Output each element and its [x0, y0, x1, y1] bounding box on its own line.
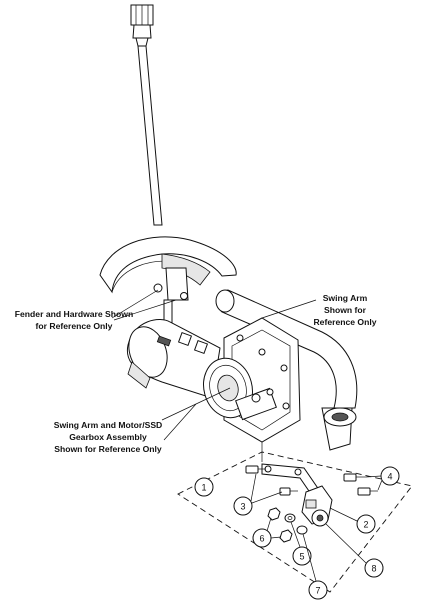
svg-text:7: 7: [315, 586, 320, 596]
item-balloon-5: 5: [290, 521, 312, 566]
motor-callout: Swing Arm and Motor/SSD Gearbox Assembly…: [54, 387, 231, 454]
motor-callout-line-1: Swing Arm and Motor/SSD: [54, 420, 163, 430]
item-balloon-2: 2: [329, 507, 376, 534]
motor-callout-line-2: Gearbox Assembly: [69, 432, 147, 442]
fender-callout-line-2: for Reference Only: [36, 321, 113, 331]
motor-callout-line-3: Shown for Reference Only: [54, 444, 162, 454]
swing-arm-callout-line-2: Shown for: [324, 305, 367, 315]
nut-6b: [279, 529, 293, 543]
svg-text:3: 3: [240, 502, 245, 512]
screw-3a: [245, 465, 266, 474]
screw-4b: [357, 487, 378, 496]
swing-arm-callout: Swing Arm Shown for Reference Only: [261, 293, 377, 327]
item-balloon-6: 6: [252, 517, 282, 548]
swing-arm-callout-line-3: Reference Only: [313, 317, 376, 327]
fender-callout: Fender and Hardware Shown for Reference …: [15, 289, 177, 331]
fender-callout-line-1: Fender and Hardware Shown: [15, 309, 133, 319]
kit-boundary: [177, 451, 413, 593]
switch-assembly: [301, 485, 333, 527]
swing-arm-callout-line-1: Swing Arm: [323, 293, 368, 303]
gearbox: [203, 357, 277, 421]
svg-text:1: 1: [201, 483, 206, 493]
svg-text:2: 2: [363, 520, 368, 530]
harness-connector: [130, 4, 154, 47]
item-balloon-7: 7: [302, 533, 328, 600]
item-balloon-8: 8: [325, 523, 384, 578]
washer-7: [296, 525, 308, 535]
item-balloon-3: 3: [233, 473, 283, 516]
svg-text:6: 6: [259, 534, 264, 544]
nut-6a: [267, 507, 281, 521]
screw-3b: [279, 487, 298, 496]
motor: [126, 319, 221, 399]
screw-4a: [343, 473, 366, 482]
svg-text:4: 4: [387, 472, 392, 482]
item-balloon-1: 1: [194, 477, 214, 497]
svg-text:5: 5: [299, 552, 304, 562]
washer-5: [284, 513, 296, 523]
fender: [99, 236, 237, 329]
harness-cable: [137, 45, 163, 226]
item-balloon-4: 4: [365, 466, 400, 491]
swing-arm: [215, 289, 358, 451]
svg-text:8: 8: [371, 564, 376, 574]
